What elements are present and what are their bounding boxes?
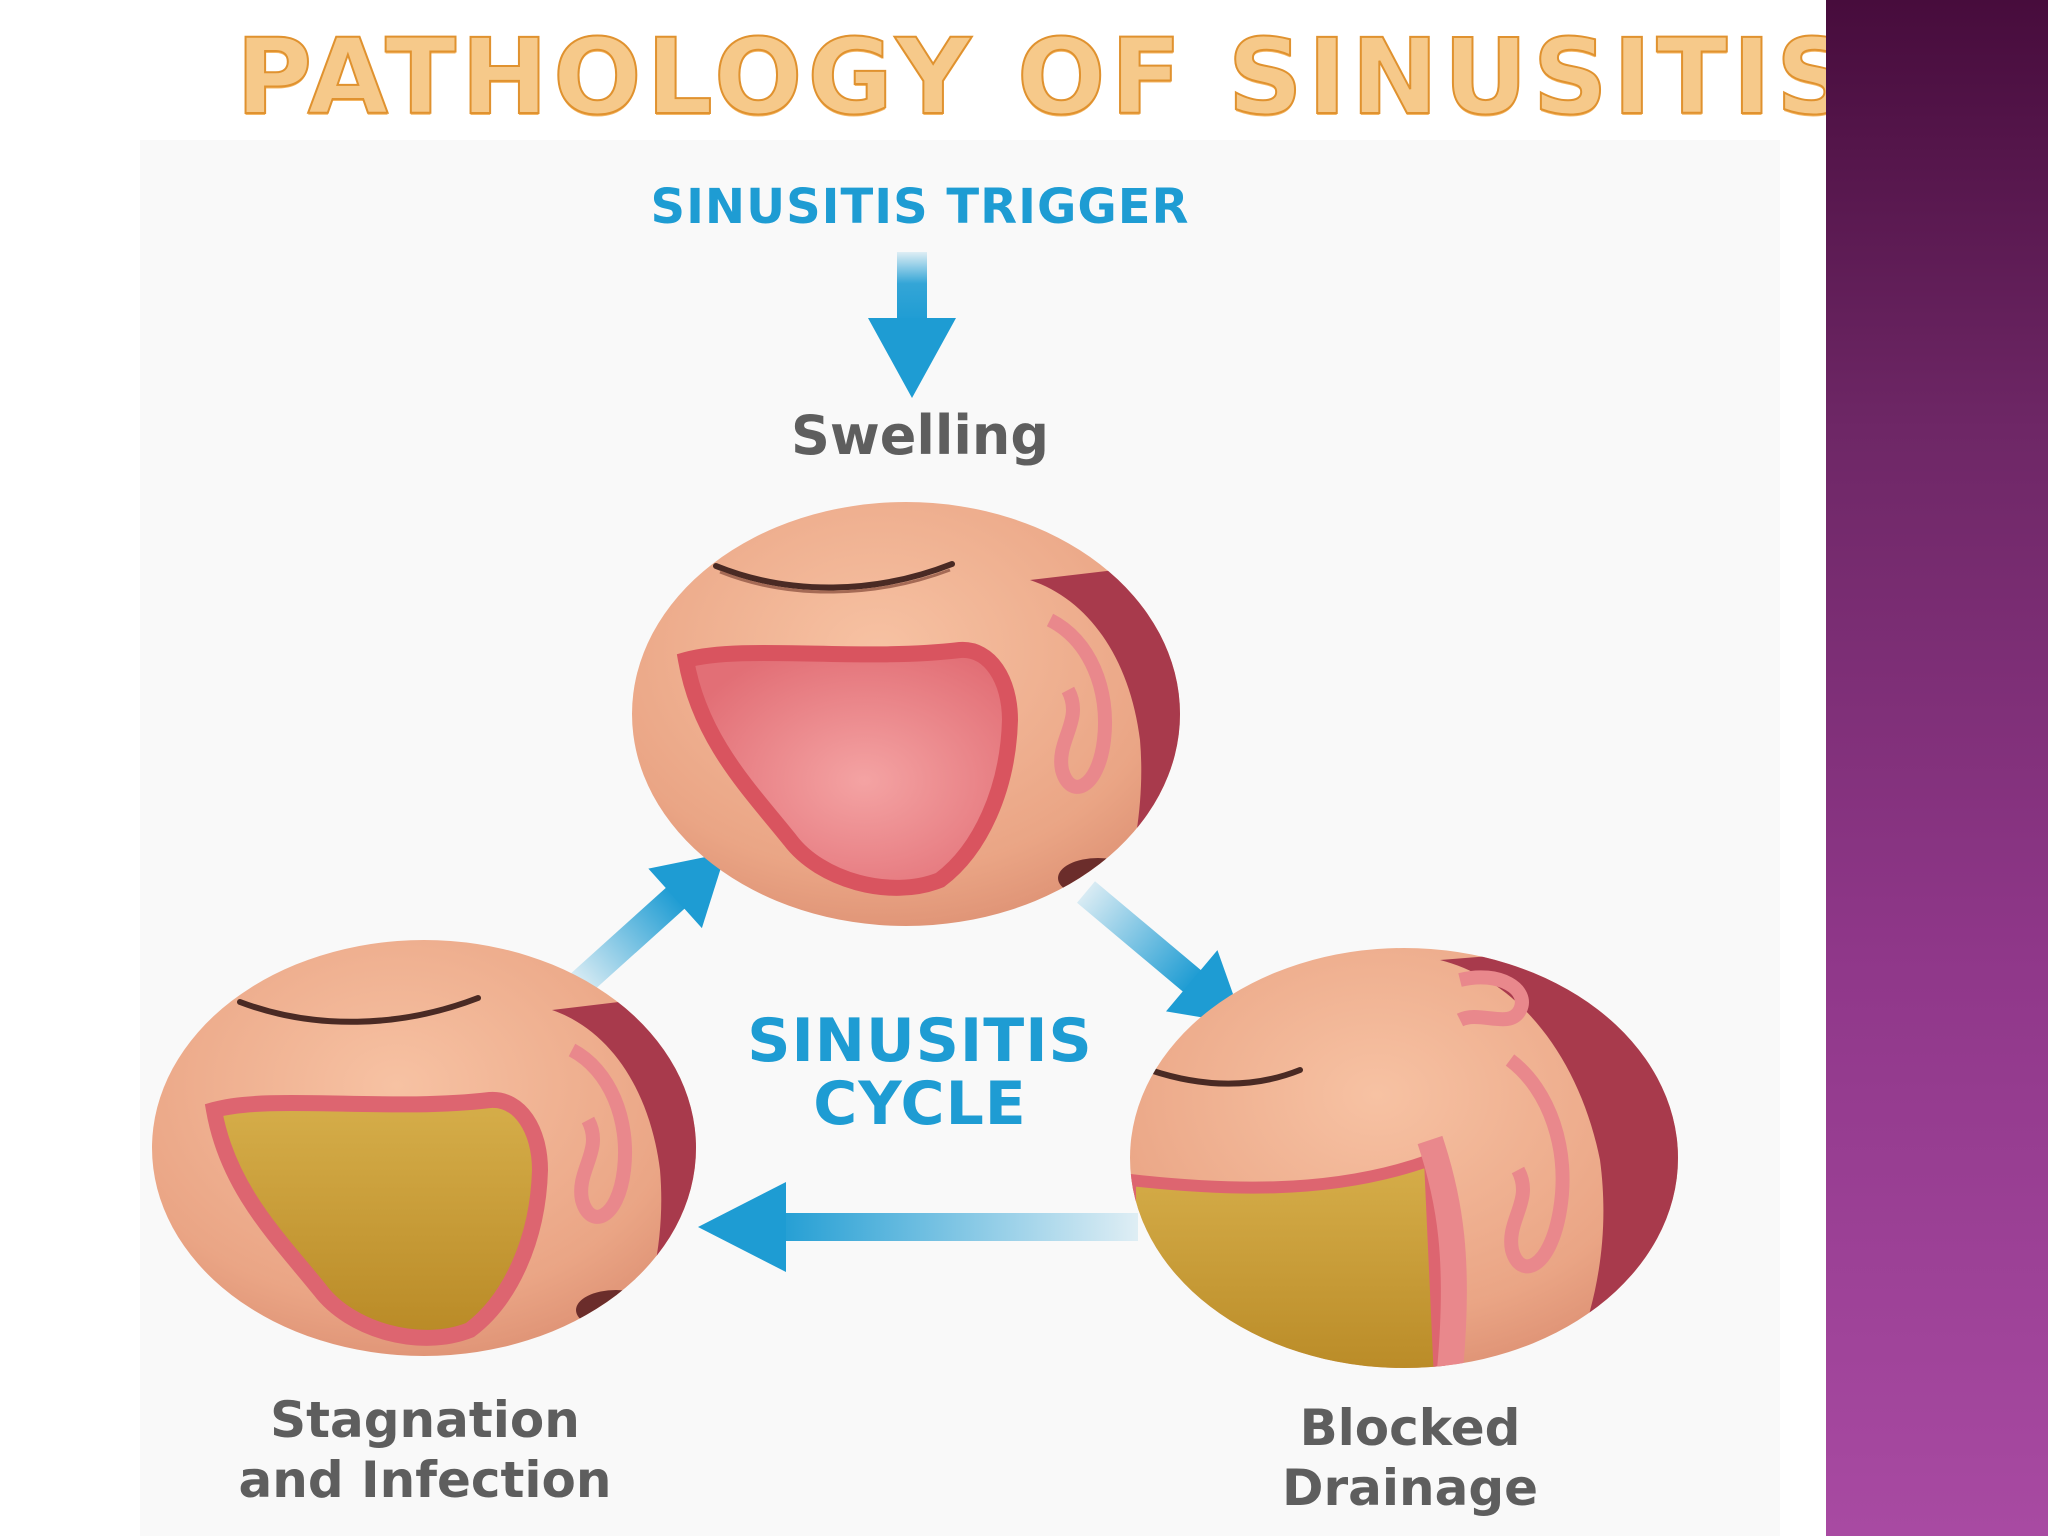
stagnation-label-line1: Stagnation (270, 1391, 580, 1449)
swelling-sinus-illustration (632, 502, 1180, 926)
blocked-drainage-label: Blocked Drainage (1180, 1398, 1640, 1518)
cycle-label-line2: CYCLE (813, 1069, 1027, 1139)
sinusitis-cycle-label: SINUSITIS CYCLE (700, 1010, 1140, 1136)
sinusitis-trigger-label: SINUSITIS TRIGGER (650, 179, 1190, 235)
cycle-arrow-blocked-to-stagnation (698, 1182, 1138, 1272)
cycle-arrow-stagnation-to-swelling (570, 852, 726, 995)
blocked-label-line1: Blocked (1299, 1399, 1521, 1457)
stagnation-label-line2: and Infection (238, 1451, 612, 1509)
stagnation-infection-sinus-illustration (152, 940, 696, 1356)
blocked-label-line2: Drainage (1281, 1459, 1539, 1517)
trigger-arrow (868, 252, 956, 398)
decorative-sidebar (1826, 0, 2048, 1536)
stagnation-infection-label: Stagnation and Infection (160, 1390, 690, 1510)
swelling-label: Swelling (790, 404, 1050, 467)
blocked-drainage-sinus-illustration (1130, 948, 1678, 1368)
cycle-label-line1: SINUSITIS (747, 1006, 1093, 1076)
